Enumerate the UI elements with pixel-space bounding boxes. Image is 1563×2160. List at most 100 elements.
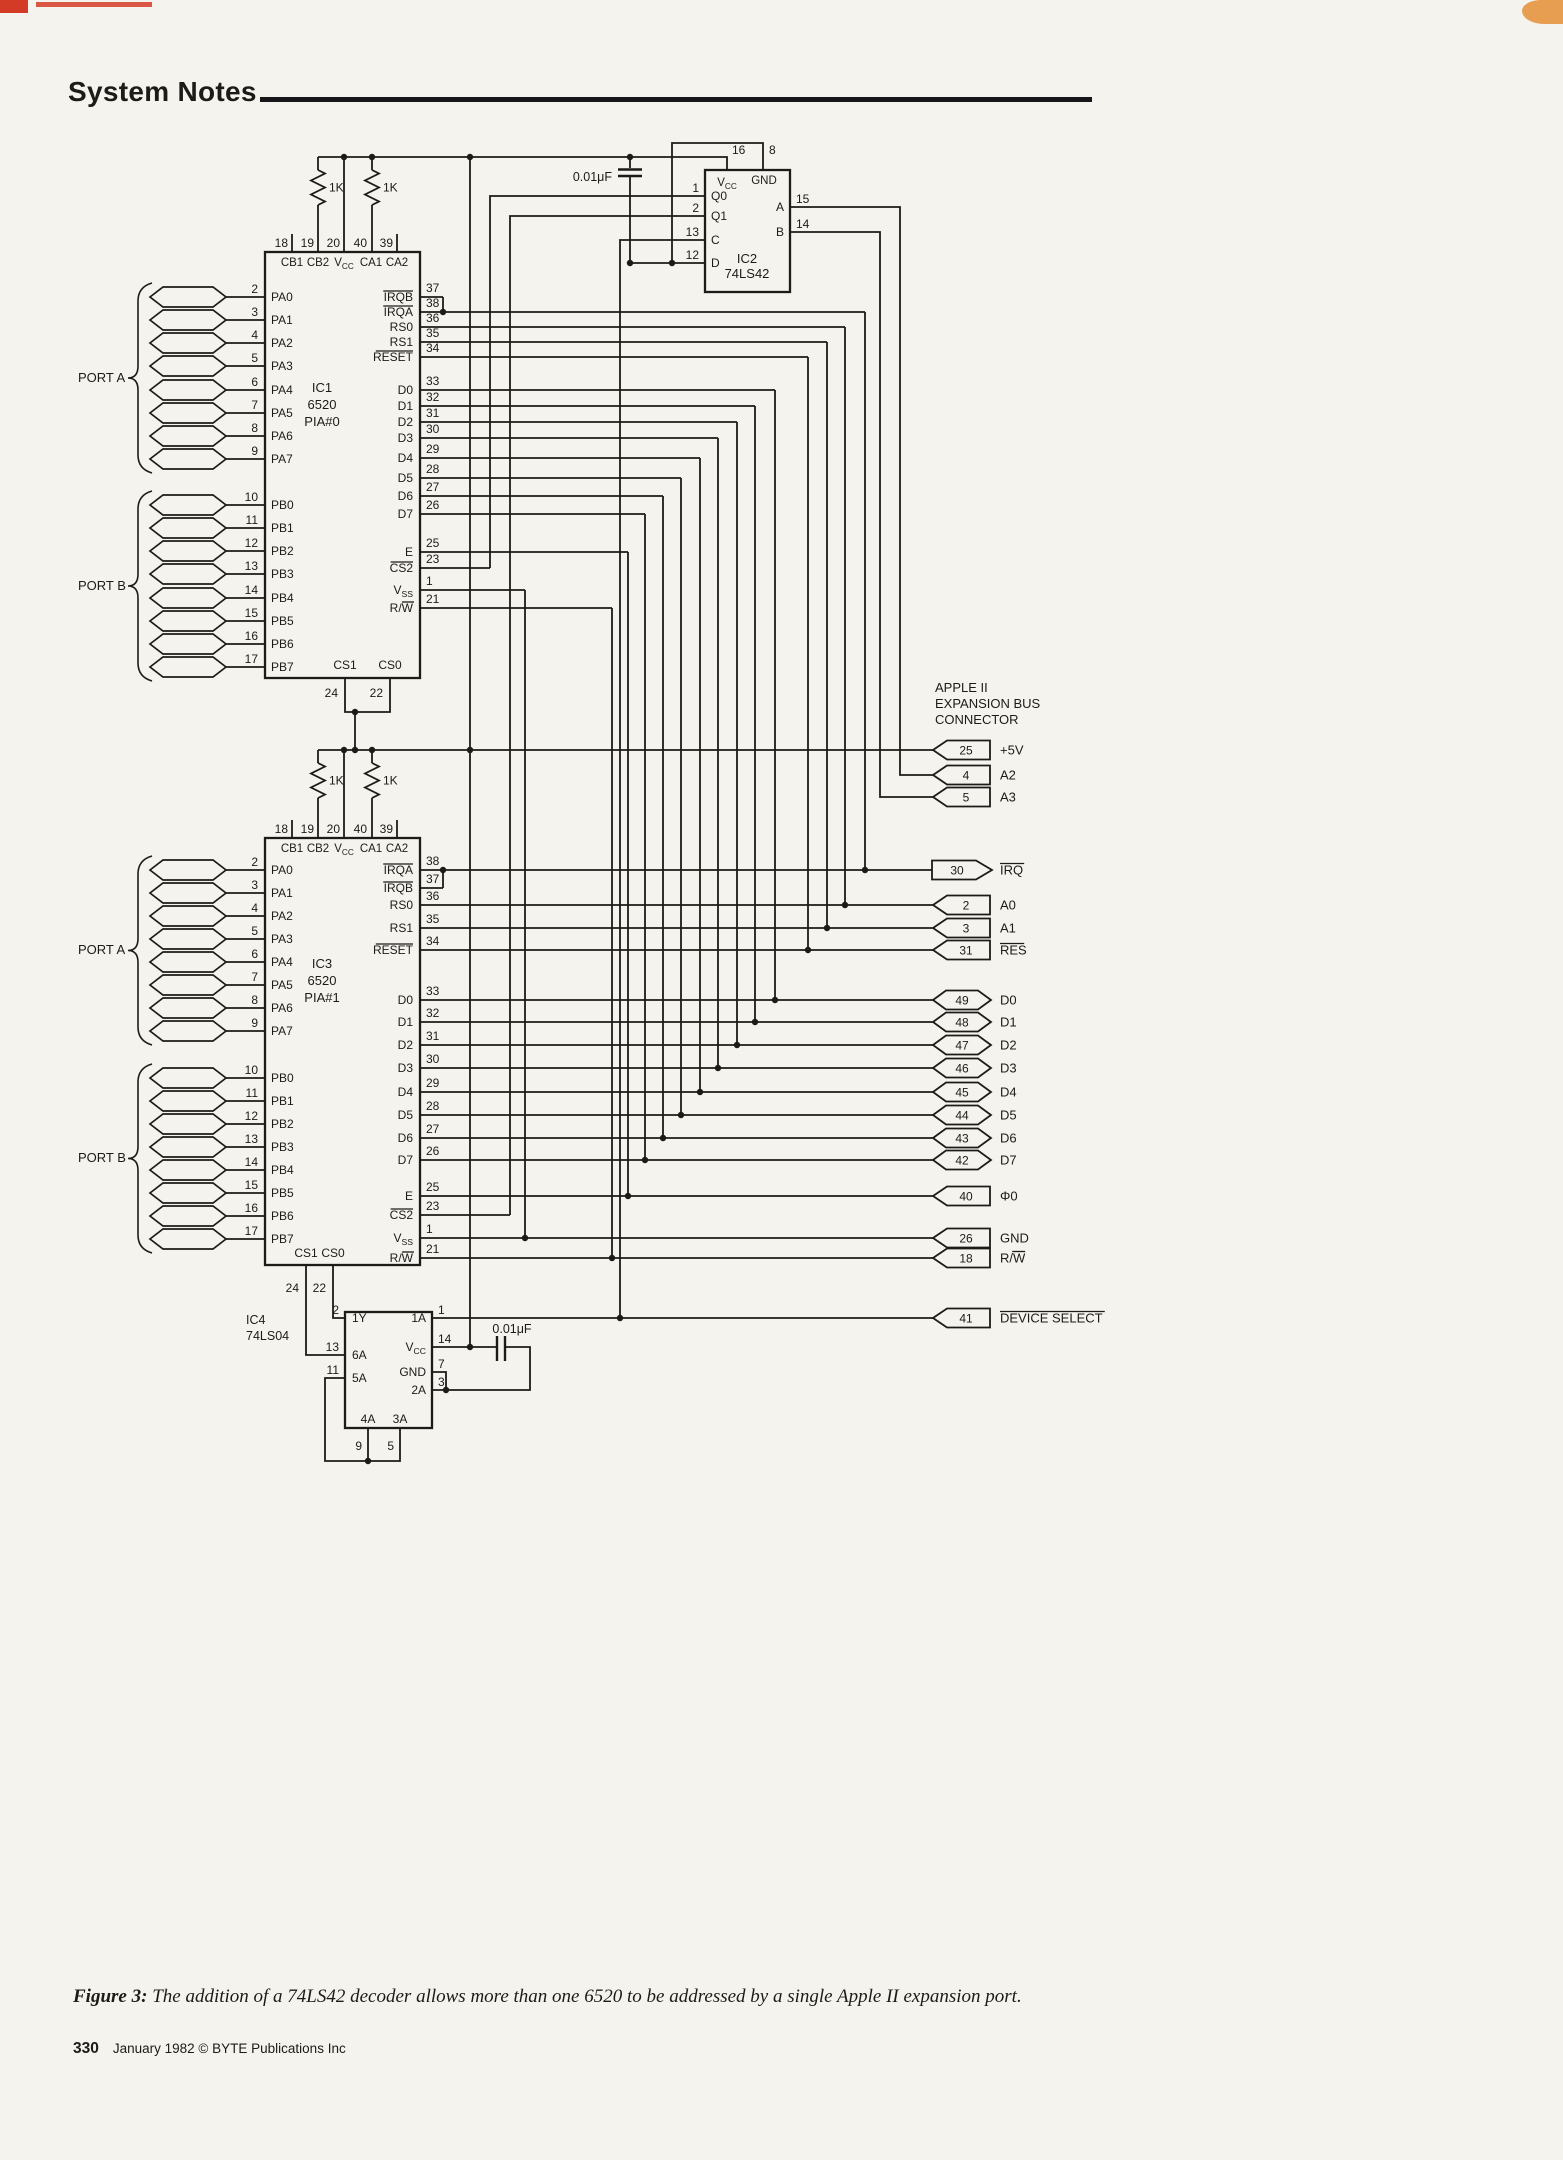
bus-pin-label: A3	[1000, 790, 1016, 805]
bus-pin-number: 25	[959, 744, 973, 758]
bus-pin-number: 44	[955, 1109, 969, 1123]
scan-artifact-red	[0, 0, 28, 13]
resistor-label: 1K	[383, 181, 398, 195]
pin-number: 13	[326, 1340, 340, 1354]
wire	[432, 1371, 447, 1390]
pin-number: 14	[245, 1155, 259, 1169]
bus-pin-label: D3	[1000, 1061, 1017, 1076]
pin-number: 37	[426, 281, 440, 295]
pin-number: 33	[426, 374, 440, 388]
pin-label: VCC	[406, 1340, 426, 1356]
port-connector-pin	[148, 1136, 228, 1158]
pin-label: A	[776, 200, 784, 214]
pin-label: PA4	[271, 955, 293, 969]
wire	[318, 156, 728, 170]
ic-subtitle: PIA#0	[304, 414, 339, 429]
footer-credit: January 1982 © BYTE Publications Inc	[112, 2041, 346, 2056]
bus-heading: EXPANSION BUS	[935, 696, 1041, 711]
resistor-label: 1K	[383, 774, 398, 788]
pin-number: 32	[426, 390, 440, 404]
pin-number: 13	[245, 1132, 259, 1146]
pin-label: D3	[398, 1061, 414, 1075]
pin-number: 28	[426, 462, 440, 476]
bus-pin-number: 3	[963, 922, 970, 936]
junction-dot	[626, 259, 634, 267]
bus-pin-D0	[931, 989, 993, 1011]
port-connector-pin	[148, 587, 228, 609]
pin-label: D0	[398, 993, 414, 1007]
port-label: PORT A	[78, 942, 126, 957]
junction-dot	[733, 1041, 741, 1049]
port-connector-pin	[148, 425, 228, 447]
port-label: PORT A	[78, 370, 126, 385]
figure-caption-text: The addition of a 74LS42 decoder allows …	[152, 1986, 1022, 2007]
port-connector-pin	[148, 1113, 228, 1135]
bus-pin-A1	[931, 917, 991, 939]
pin-label: PB7	[271, 660, 294, 674]
bus-pin-label: DEVICE SELECT	[1000, 1311, 1103, 1326]
pin-number: 1	[426, 574, 433, 588]
pin-label: PA6	[271, 429, 293, 443]
port-connector-pin	[148, 656, 228, 678]
junction-dot	[466, 746, 474, 754]
pin-label: PB4	[271, 591, 294, 605]
pin-label: PA7	[271, 1024, 293, 1038]
pin-number: 27	[426, 1122, 440, 1136]
pin-label: PA2	[271, 336, 293, 350]
pin-number: 11	[327, 1363, 340, 1377]
pin-number: 5	[387, 1439, 394, 1453]
pin-label: IRQB	[384, 290, 413, 304]
port-connector-pin	[148, 402, 228, 424]
pin-label: D1	[398, 1015, 414, 1029]
bus-pin-label: Φ0	[1000, 1189, 1018, 1204]
port-connector-pin	[148, 882, 228, 904]
bus-pin-label: R/W	[1000, 1251, 1026, 1266]
pin-number: 36	[426, 311, 440, 325]
bus-heading: CONNECTOR	[935, 712, 1019, 727]
bus-pin-number: 43	[955, 1132, 969, 1146]
bus-pin-label: D5	[1000, 1108, 1017, 1123]
figure-caption: Figure 3: The addition of a 74LS42 decod…	[73, 1986, 1083, 2008]
pin-number: 2	[692, 201, 699, 215]
pin-label: CS2	[390, 561, 414, 575]
pin-number: 19	[301, 236, 315, 250]
pin-label: PA7	[271, 452, 293, 466]
ic-subtitle: PIA#1	[304, 990, 339, 1005]
pin-label: CB1	[281, 257, 303, 269]
pin-number: 20	[327, 822, 341, 836]
port-connector-pin	[148, 997, 228, 1019]
junction-dot	[466, 153, 474, 161]
bus-pin-D5	[931, 1104, 993, 1126]
pin-number: 10	[245, 1063, 259, 1077]
pin-label: RESET	[373, 350, 414, 364]
bus-pin-A0	[931, 894, 991, 916]
port-connector-pin	[148, 859, 228, 881]
page-number: 330	[73, 2040, 99, 2057]
pin-number: 8	[769, 143, 776, 157]
pin-number: 35	[426, 326, 440, 340]
pin-label: IRQA	[384, 305, 413, 319]
port-connector-pin	[148, 332, 228, 354]
bus-pin-label: D1	[1000, 1015, 1017, 1030]
wire	[509, 215, 705, 1215]
pin-label: VSS	[393, 1231, 413, 1247]
pin-label: D4	[398, 1085, 414, 1099]
ic-name: IC1	[312, 380, 332, 395]
bus-pin-label: RES	[1000, 943, 1027, 958]
bus-pin-IRQ	[931, 859, 994, 881]
port-connector-pin	[148, 905, 228, 927]
port-connector-pin	[148, 494, 228, 516]
pin-label: PA1	[271, 313, 293, 327]
bus-pin-number: 49	[955, 994, 969, 1008]
ic-name: IC4	[246, 1313, 266, 1327]
junction-dot	[351, 708, 359, 716]
bus-pin-number: 5	[963, 791, 970, 805]
ic-box-ic1	[263, 250, 422, 680]
pin-label: IRQB	[384, 881, 413, 895]
junction-dot	[804, 946, 812, 954]
pin-number: 22	[370, 686, 384, 700]
port-connector-pin	[148, 1067, 228, 1089]
bus-pin-number: 30	[950, 864, 964, 878]
pin-label: D5	[398, 1108, 414, 1122]
